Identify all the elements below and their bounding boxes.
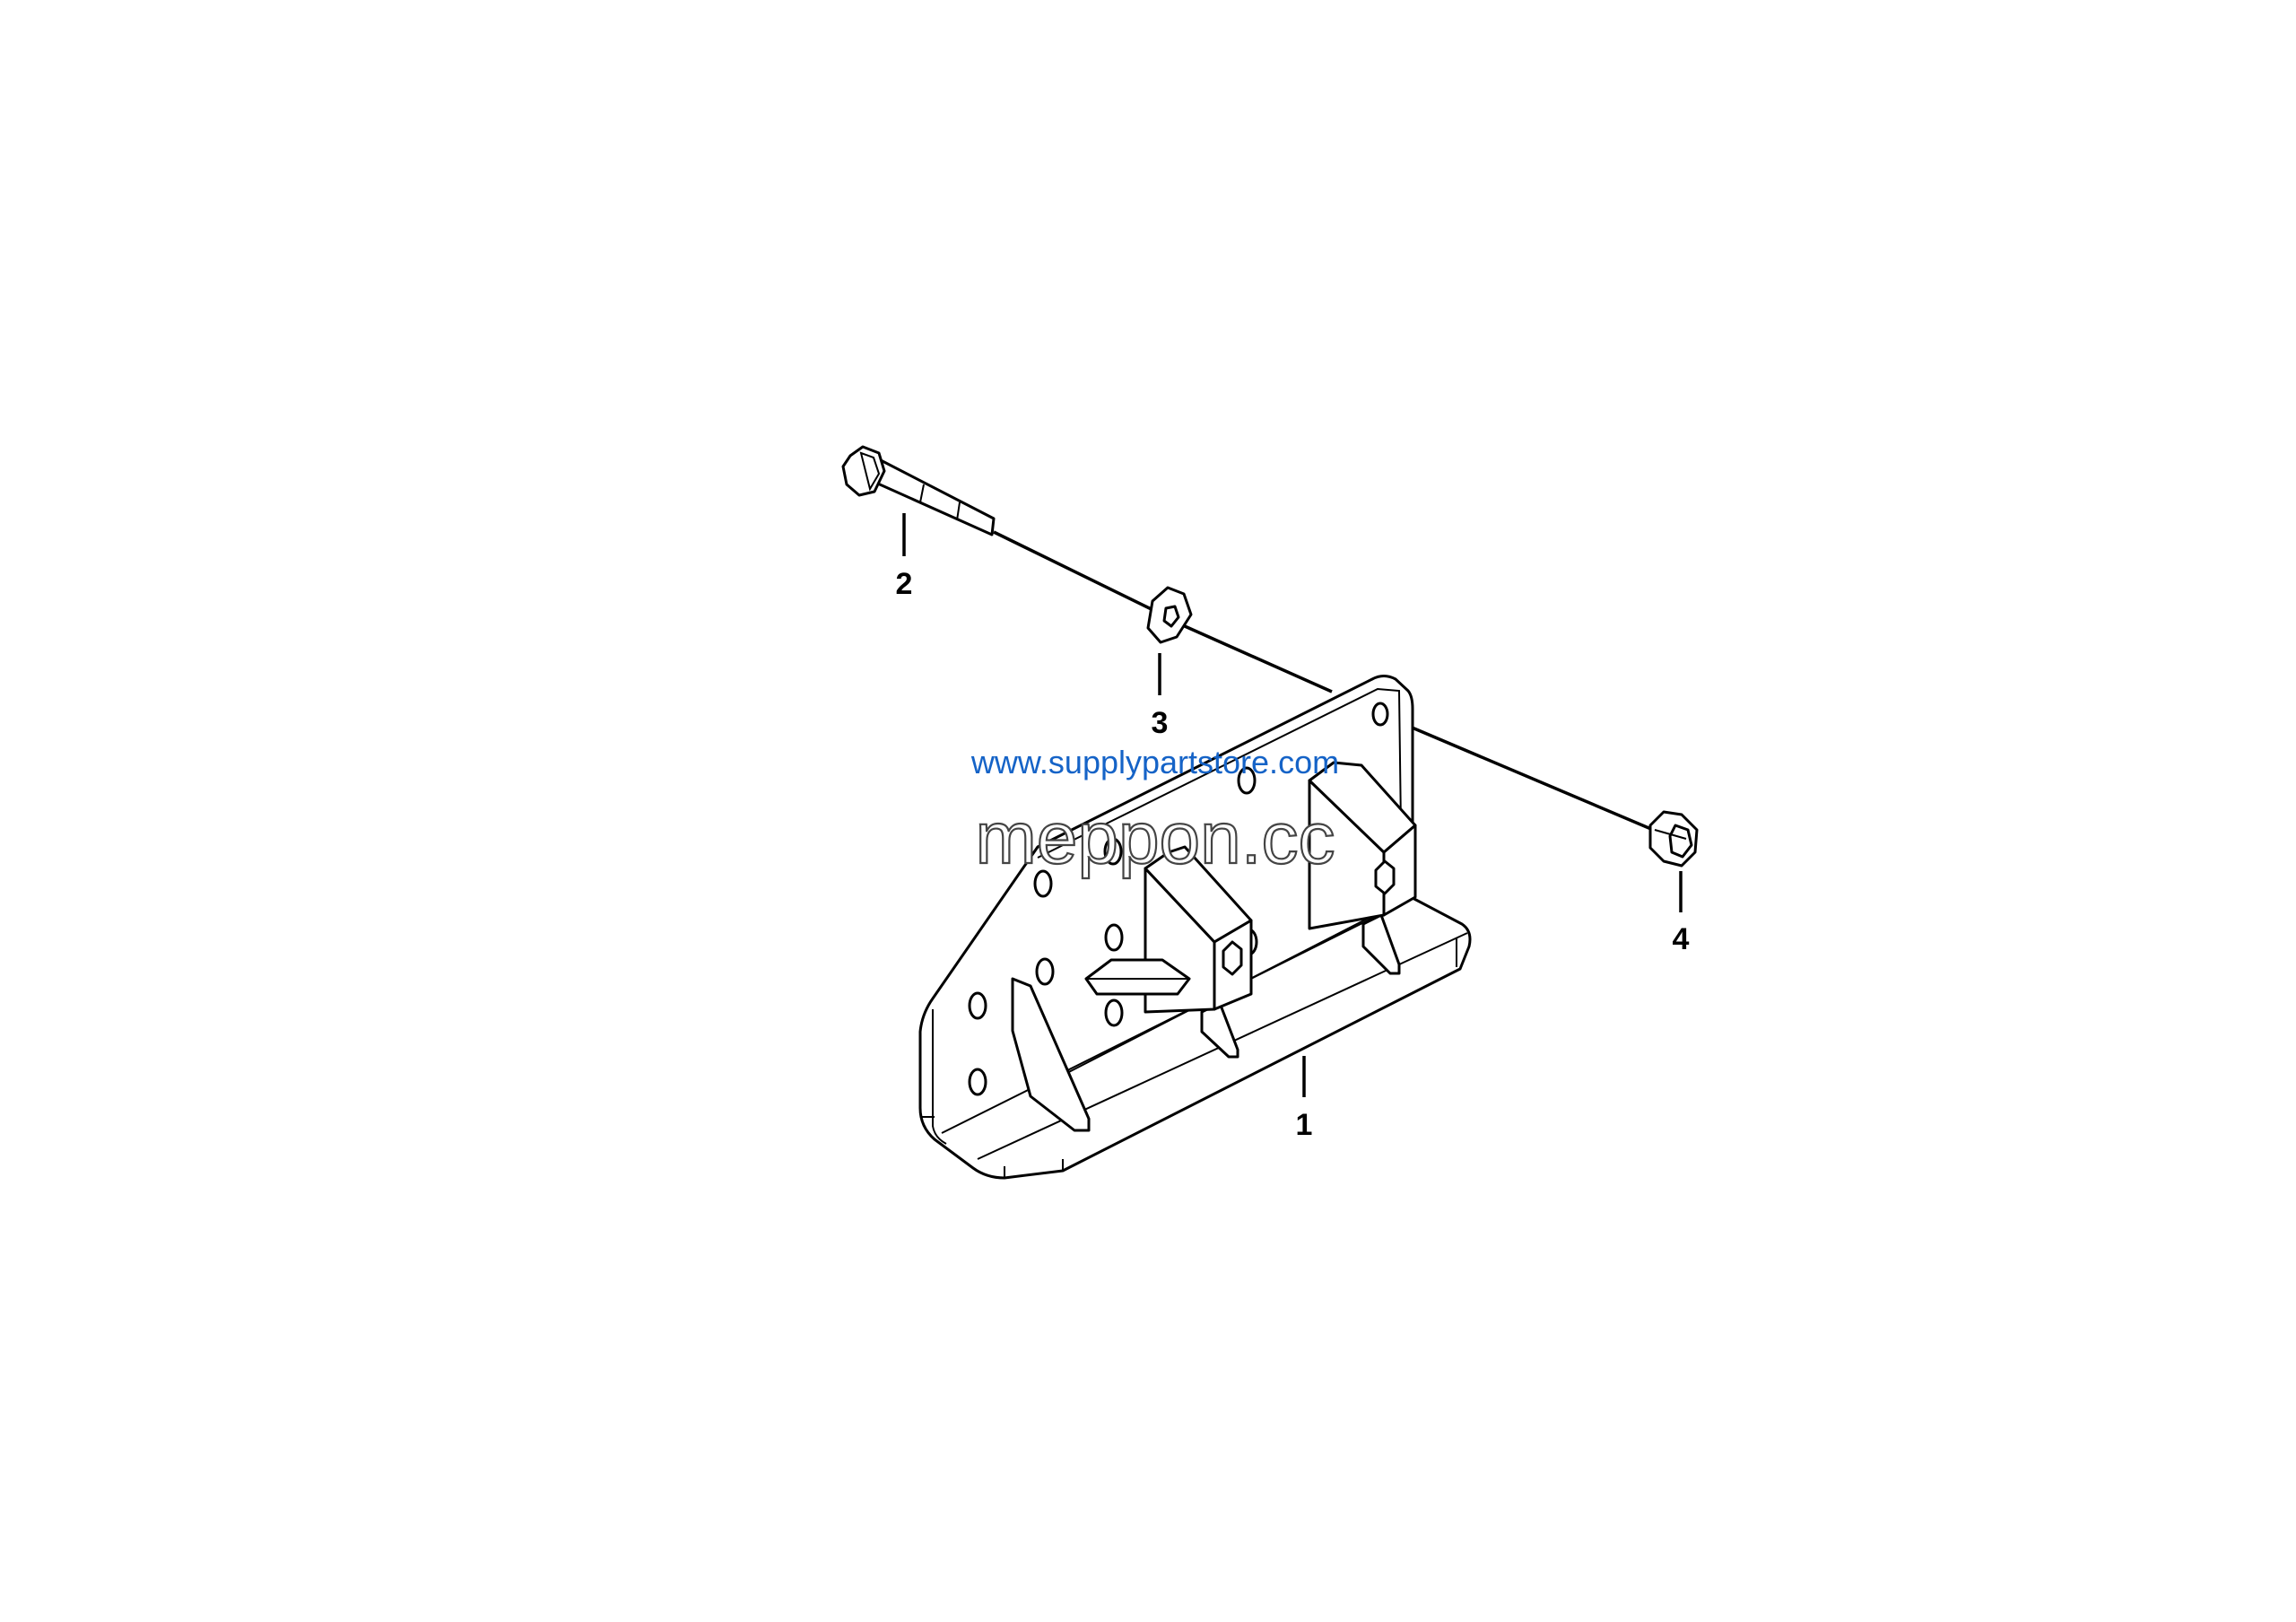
bolt bbox=[841, 445, 996, 536]
callout-number-2: 2 bbox=[896, 567, 913, 601]
assembly-line-washer-plate bbox=[1176, 621, 1333, 693]
callout-1: 1 bbox=[1296, 1056, 1313, 1142]
watermark-meppon: meppon.cc bbox=[975, 798, 1335, 879]
callout-3: 3 bbox=[1152, 653, 1169, 740]
assembly-line-plate-nut bbox=[1379, 712, 1665, 836]
washer bbox=[1146, 586, 1193, 644]
callout-number-3: 3 bbox=[1152, 706, 1169, 740]
callout-4: 4 bbox=[1673, 871, 1690, 956]
assembly-line-bolt-washer bbox=[993, 530, 1167, 618]
nut bbox=[1648, 810, 1699, 868]
watermark-supplypartstore: www.supplypartstore.com bbox=[970, 744, 1339, 780]
right-mount-block bbox=[1308, 761, 1417, 975]
middle-mount-block bbox=[1084, 845, 1253, 1059]
left-gusset bbox=[1011, 977, 1091, 1132]
callout-number-4: 4 bbox=[1673, 922, 1690, 956]
callout-number-1: 1 bbox=[1296, 1108, 1313, 1142]
bracket-plate bbox=[918, 675, 1472, 1180]
callout-2: 2 bbox=[896, 513, 913, 601]
